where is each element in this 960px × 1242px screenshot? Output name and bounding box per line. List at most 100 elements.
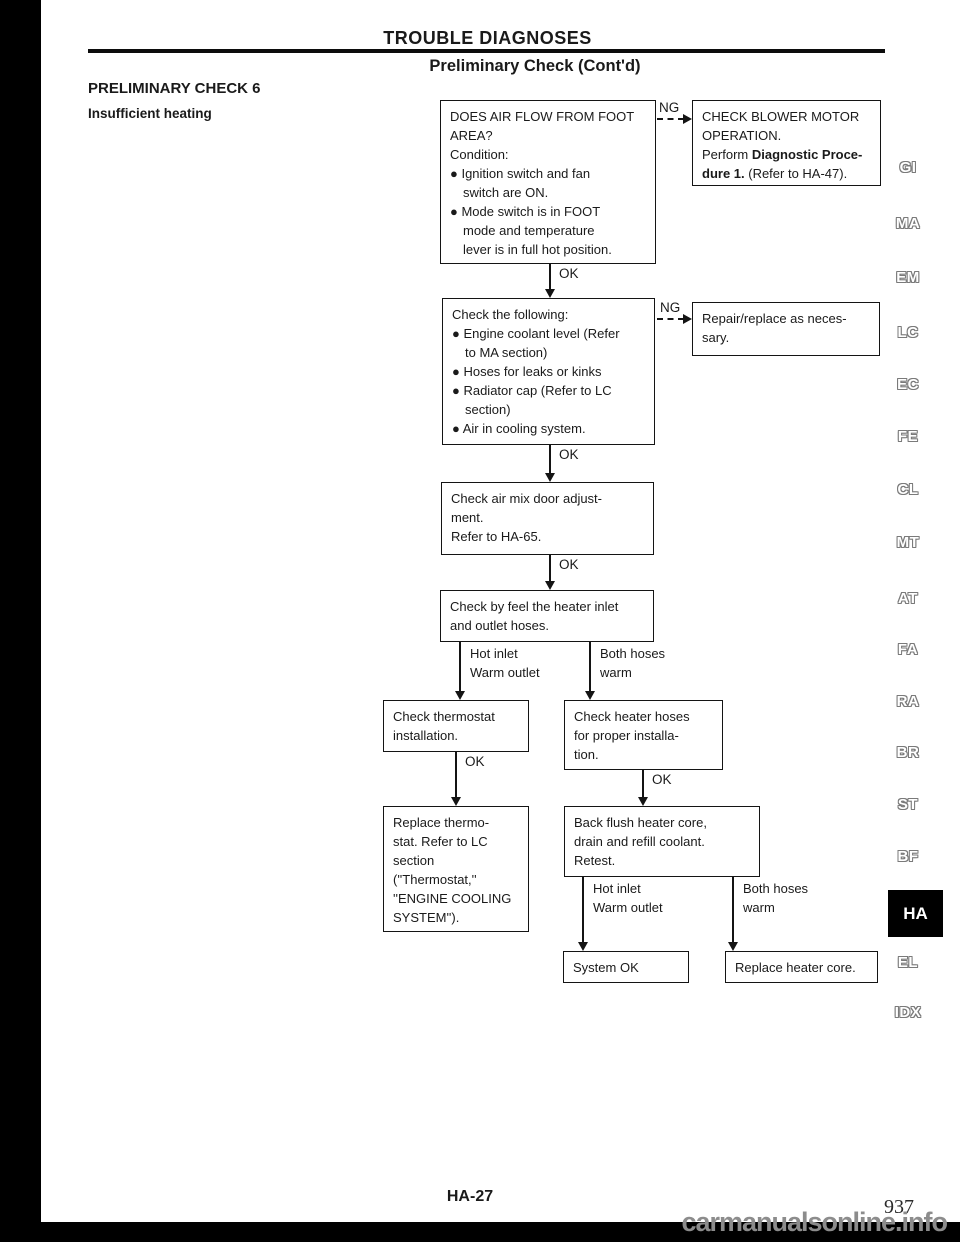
branch-label-hot-inlet: Hot inlet Warm outlet [470, 646, 540, 680]
arrowhead [728, 942, 738, 951]
page-number: HA-27 [446, 1188, 494, 1205]
tab-br: BR [896, 744, 920, 761]
flow-text: and outlet hoses. [450, 618, 550, 633]
connector [732, 877, 734, 943]
flow-text: SYSTEM''). [393, 910, 460, 925]
flow-text: Refer to HA-65. [451, 529, 542, 544]
flow-text: AREA? [450, 128, 493, 143]
flow-text: ● Ignition switch and fan [450, 166, 591, 181]
flow-text: installation. [393, 728, 459, 743]
connector [642, 770, 644, 798]
section-title: PRELIMINARY CHECK 6 [88, 80, 261, 97]
flow-box-thermostat: Check thermostat installation. [383, 700, 529, 752]
flow-text: ● Radiator cap (Refer to LC [452, 383, 612, 398]
tab-st: ST [897, 796, 919, 813]
flow-text: Check thermostat [393, 709, 495, 724]
arrowhead [545, 473, 555, 482]
flow-text: System OK [573, 960, 639, 975]
flow-text: Retest. [574, 853, 616, 868]
flow-text: DOES AIR FLOW FROM FOOT [450, 109, 635, 124]
flow-box-airflow: DOES AIR FLOW FROM FOOT AREA? Condition:… [440, 100, 656, 264]
flow-text: sary. [702, 330, 730, 345]
flow-text: drain and refill coolant. [574, 834, 705, 849]
arrowhead [545, 581, 555, 590]
flow-text: Replace heater core. [735, 960, 856, 975]
arrowhead [545, 289, 555, 298]
flow-text: ● Mode switch is in FOOT [450, 204, 601, 219]
flow-text: tion. [574, 747, 599, 762]
flow-text: ment. [451, 510, 484, 525]
arrowhead [638, 797, 648, 806]
flow-text: CHECK BLOWER MOTOR [702, 109, 860, 124]
tab-mt: MT [896, 534, 920, 551]
ok-label: OK [652, 772, 672, 787]
flow-text: ● Engine coolant level (Refer [452, 326, 620, 341]
tab-bf: BF [897, 848, 919, 865]
ok-label: OK [559, 266, 579, 281]
tab-ra: RA [896, 693, 920, 710]
flow-text: ''ENGINE COOLING [393, 891, 512, 906]
flow-text: (''Thermostat,'' [393, 872, 477, 887]
connector [589, 642, 591, 692]
flow-box-repair: Repair/replace as neces- sary. [692, 302, 880, 356]
flow-box-system-ok: System OK [563, 951, 689, 983]
scan-bottom-bar [0, 1222, 960, 1242]
scan-page-number: 937 [884, 1196, 914, 1218]
arrowhead [451, 797, 461, 806]
flow-text: Check the following: [452, 307, 569, 322]
flow-text: stat. Refer to LC [393, 834, 488, 849]
tab-ec: EC [897, 376, 919, 393]
ng-connector [657, 318, 684, 320]
flow-box-feel-hoses: Check by feel the heater inlet and outle… [440, 590, 654, 642]
tab-fa: FA [897, 641, 919, 658]
flow-box-replace-core: Replace heater core. [725, 951, 878, 983]
ng-connector [657, 118, 684, 120]
tab-at: AT [898, 590, 918, 607]
branch-label-hot-inlet: Hot inlet Warm outlet [593, 881, 663, 915]
connector [549, 445, 551, 474]
flow-text: to MA section) [465, 345, 548, 360]
tab-ma: MA [895, 215, 921, 232]
branch-label-both-warm: Both hoses warm [600, 646, 666, 680]
ok-label: OK [559, 447, 579, 462]
flow-text: section) [465, 402, 511, 417]
tab-cl: CL [897, 481, 919, 498]
ok-label: OK [559, 557, 579, 572]
flow-text: lever is in full hot position. [463, 242, 612, 257]
flow-text: Check heater hoses [574, 709, 690, 724]
arrowhead [578, 942, 588, 951]
flow-box-replace-thermostat: Replace thermo- stat. Refer to LC sectio… [383, 806, 529, 932]
header-rule [88, 49, 885, 53]
flow-text: Repair/replace as neces- [702, 311, 847, 326]
flow-text: ● Air in cooling system. [452, 421, 586, 436]
flow-text: Perform Diagnostic Proce- [702, 147, 863, 162]
scan-left-bar [0, 0, 41, 1242]
arrowhead [585, 691, 595, 700]
flow-text: OPERATION. [702, 128, 782, 143]
tab-el: EL [897, 954, 919, 971]
page-title: TROUBLE DIAGNOSES [383, 28, 592, 48]
ng-arrowhead [683, 314, 692, 324]
flow-text: Back flush heater core, [574, 815, 707, 830]
tab-gi: GI [899, 159, 917, 176]
connector [459, 642, 461, 692]
section-subtitle: Insufficient heating [88, 106, 212, 121]
flow-text: Check by feel the heater inlet [450, 599, 619, 614]
flow-text: ● Hoses for leaks or kinks [452, 364, 602, 379]
connector [549, 264, 551, 290]
flow-box-heater-hoses: Check heater hoses for proper installa- … [564, 700, 723, 770]
tab-ha-active: HA [888, 890, 943, 937]
flow-text: Check air mix door adjust- [451, 491, 602, 506]
flow-text: section [393, 853, 435, 868]
connector [582, 877, 584, 943]
arrowhead [455, 691, 465, 700]
connector [455, 752, 457, 798]
tab-fe: FE [897, 428, 919, 445]
flow-box-airmix: Check air mix door adjust- ment. Refer t… [441, 482, 654, 555]
flow-text: Condition: [450, 147, 509, 162]
watermark: carmanualsonline.info [681, 1207, 948, 1237]
flow-box-backflush: Back flush heater core, drain and refill… [564, 806, 760, 877]
flow-text: mode and temperature [463, 223, 595, 238]
tab-idx: IDX [894, 1004, 922, 1021]
page-subtitle: Preliminary Check (Cont'd) [429, 57, 641, 75]
